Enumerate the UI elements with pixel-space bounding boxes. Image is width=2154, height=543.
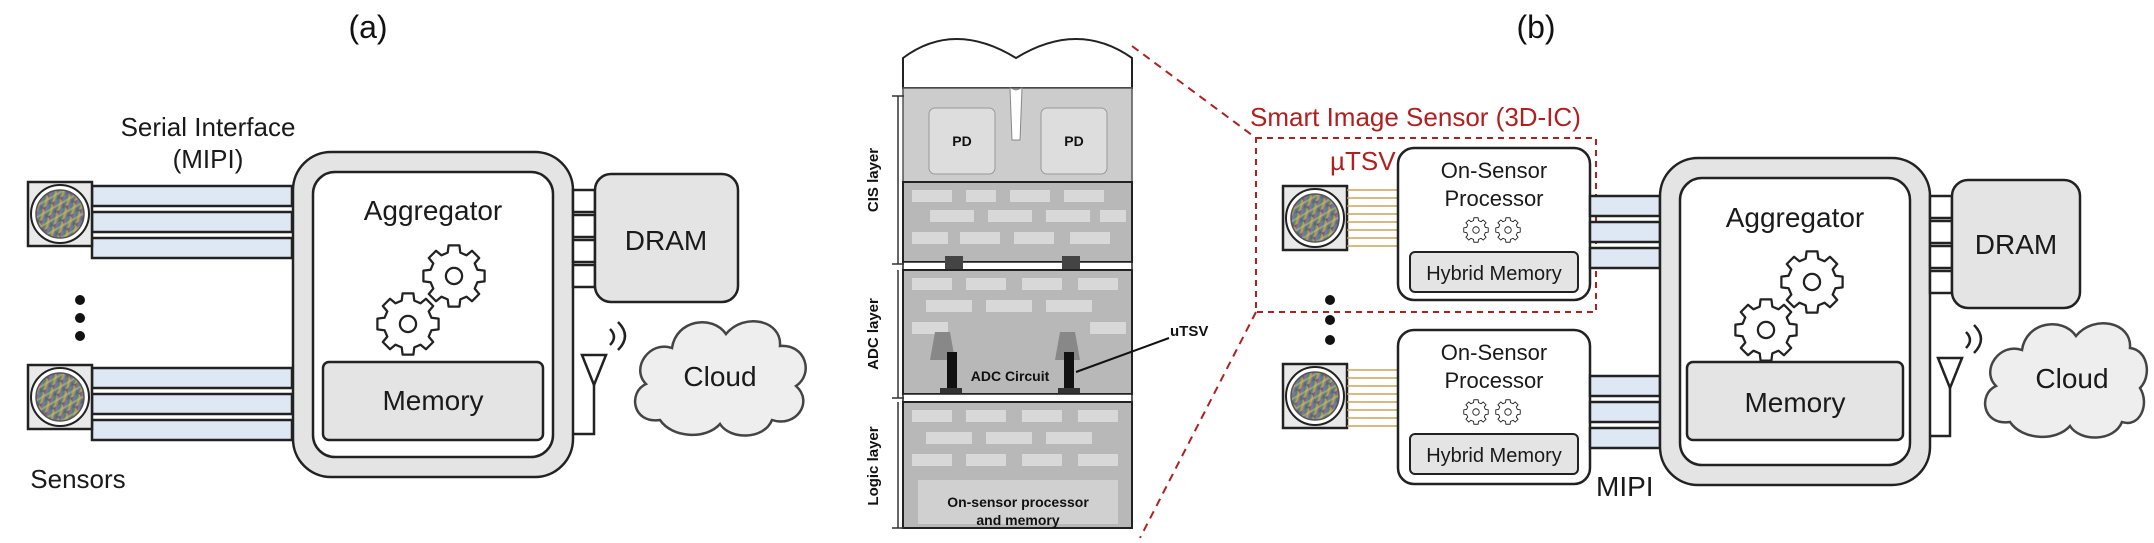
cloud-icon	[633, 319, 807, 437]
sensors-label: Sensors	[30, 464, 125, 494]
adc-layer-label: ADC layer	[865, 298, 882, 370]
processor-top-line2: Processor	[1444, 186, 1543, 211]
cloud-icon-b	[1983, 321, 2149, 439]
hybrid-memory-top	[1409, 251, 1579, 293]
sensor-icon-top-b	[1281, 184, 1349, 252]
smart-sensor-title: Smart Image Sensor (3D-IC)	[1250, 102, 1581, 132]
stack-cross-section	[892, 38, 1133, 529]
cloud-label-b: Cloud	[2035, 363, 2108, 394]
processor-line2-label: and memory	[976, 512, 1059, 528]
dram-label: DRAM	[625, 225, 707, 256]
panel-a-label: (a)	[348, 9, 387, 45]
processor-line1-label: On-sensor processor	[947, 494, 1089, 510]
hybrid-memory-bottom	[1409, 433, 1579, 475]
dram-label-b: DRAM	[1975, 229, 2057, 260]
zoom-lines	[1131, 45, 1257, 539]
dram-box-b	[1950, 178, 2082, 310]
processor-bottom-line1: On-Sensor	[1441, 340, 1547, 365]
pd-right-label: PD	[1064, 133, 1083, 149]
adc-circuit-label: ADC Circuit	[971, 368, 1050, 384]
aggregator-label: Aggregator	[364, 195, 503, 226]
gear-icon	[1780, 250, 1844, 314]
processor-bottom-line2: Processor	[1444, 368, 1543, 393]
hybrid-memory-bottom-label: Hybrid Memory	[1426, 445, 1562, 467]
antenna-icon-b	[1930, 324, 1983, 438]
gear-icon	[1495, 399, 1521, 425]
aggregator-label-b: Aggregator	[1726, 202, 1865, 233]
gear-icon	[1734, 298, 1798, 362]
ellipsis-dots-b	[1325, 295, 1335, 345]
ellipsis-dots	[75, 295, 85, 341]
utsv-connections-bottom	[1347, 369, 1398, 427]
memory-box	[321, 360, 545, 442]
cis-layer-label: CIS layer	[865, 148, 882, 212]
serial-links-top	[90, 184, 294, 260]
antenna-icon	[573, 321, 627, 436]
utsv-pointer	[1075, 337, 1170, 373]
mipi-links-bottom	[1588, 374, 1662, 450]
processor-top-line1: On-Sensor	[1441, 158, 1547, 183]
gear-icon	[1495, 217, 1521, 243]
gear-icon	[376, 292, 440, 356]
memory-box-b	[1685, 360, 1905, 442]
cloud-label: Cloud	[683, 361, 756, 392]
gear-icon	[1463, 217, 1489, 243]
pd-left-label: PD	[952, 133, 971, 149]
gear-icon	[422, 244, 486, 308]
mipi-links-top	[1588, 194, 1662, 270]
utsv-connections	[1347, 189, 1398, 247]
dram-box	[593, 172, 740, 304]
smart-sensor-boundary	[1255, 137, 1597, 313]
logic-layer-label: Logic layer	[865, 426, 882, 505]
utsv-stack-label: uTSV	[1170, 323, 1208, 340]
serial-links-bottom	[90, 366, 294, 442]
sensor-icon-bottom	[26, 363, 94, 431]
mipi-label: (MIPI)	[173, 144, 244, 174]
memory-label-b: Memory	[1744, 387, 1845, 418]
utsv-label: µTSV	[1330, 146, 1396, 176]
sensor-icon-bottom-b	[1281, 362, 1349, 430]
mipi-label-b: MIPI	[1596, 471, 1654, 502]
sensor-icon-top	[26, 180, 94, 248]
gear-icon	[1463, 399, 1489, 425]
memory-label: Memory	[382, 385, 483, 416]
serial-interface-label: Serial Interface	[121, 112, 296, 142]
dram-links-b	[1928, 194, 1954, 295]
panel-b-label: (b)	[1516, 9, 1555, 45]
hybrid-memory-top-label: Hybrid Memory	[1426, 263, 1562, 285]
dram-links	[571, 188, 597, 289]
